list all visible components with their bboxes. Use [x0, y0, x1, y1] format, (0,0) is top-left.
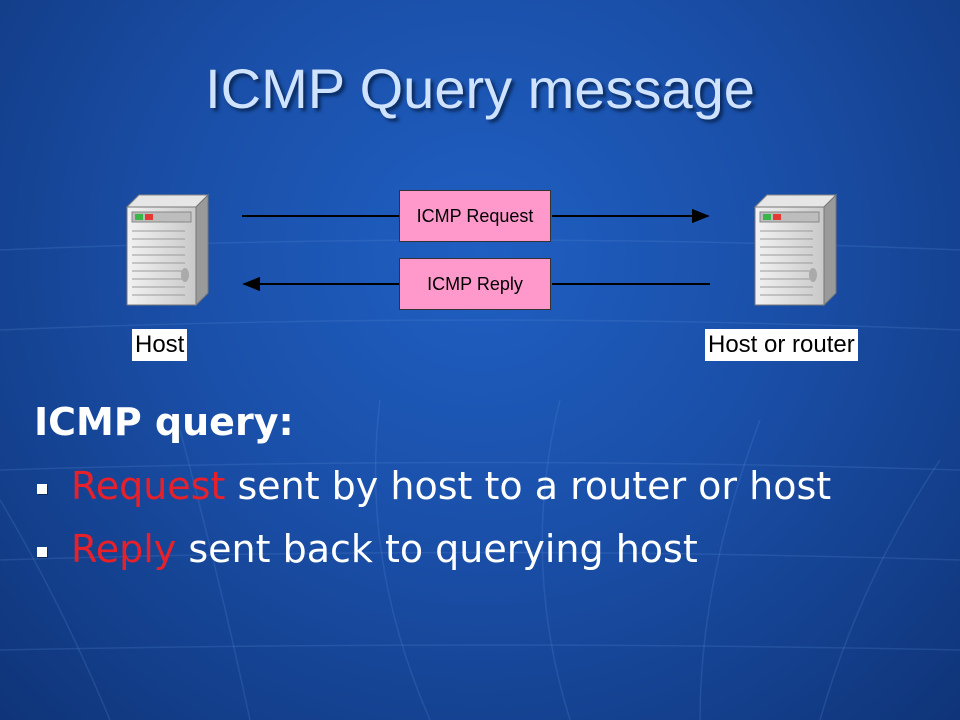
list-item: Reply sent back to querying host — [34, 525, 914, 574]
host-label: Host — [132, 329, 188, 361]
server-icon — [753, 193, 838, 307]
bullet-text: sent by host to a router or host — [225, 464, 832, 508]
bullet-list: Request sent by host to a router or host… — [34, 462, 914, 588]
bullet-marker — [37, 484, 47, 494]
bullet-marker — [37, 547, 47, 557]
bullet-keyword: Request — [71, 464, 226, 508]
icmp-reply-box: ICMP Reply — [399, 258, 551, 310]
host-or-router-label: Host or router — [705, 329, 858, 361]
section-heading: ICMP query: — [34, 400, 294, 444]
server-icon — [125, 193, 210, 307]
list-item: Request sent by host to a router or host — [34, 462, 914, 511]
slide-title: ICMP Query message — [205, 57, 755, 120]
bullet-keyword: Reply — [71, 527, 177, 571]
bullet-text: sent back to querying host — [176, 527, 698, 571]
icmp-request-box: ICMP Request — [399, 190, 551, 242]
